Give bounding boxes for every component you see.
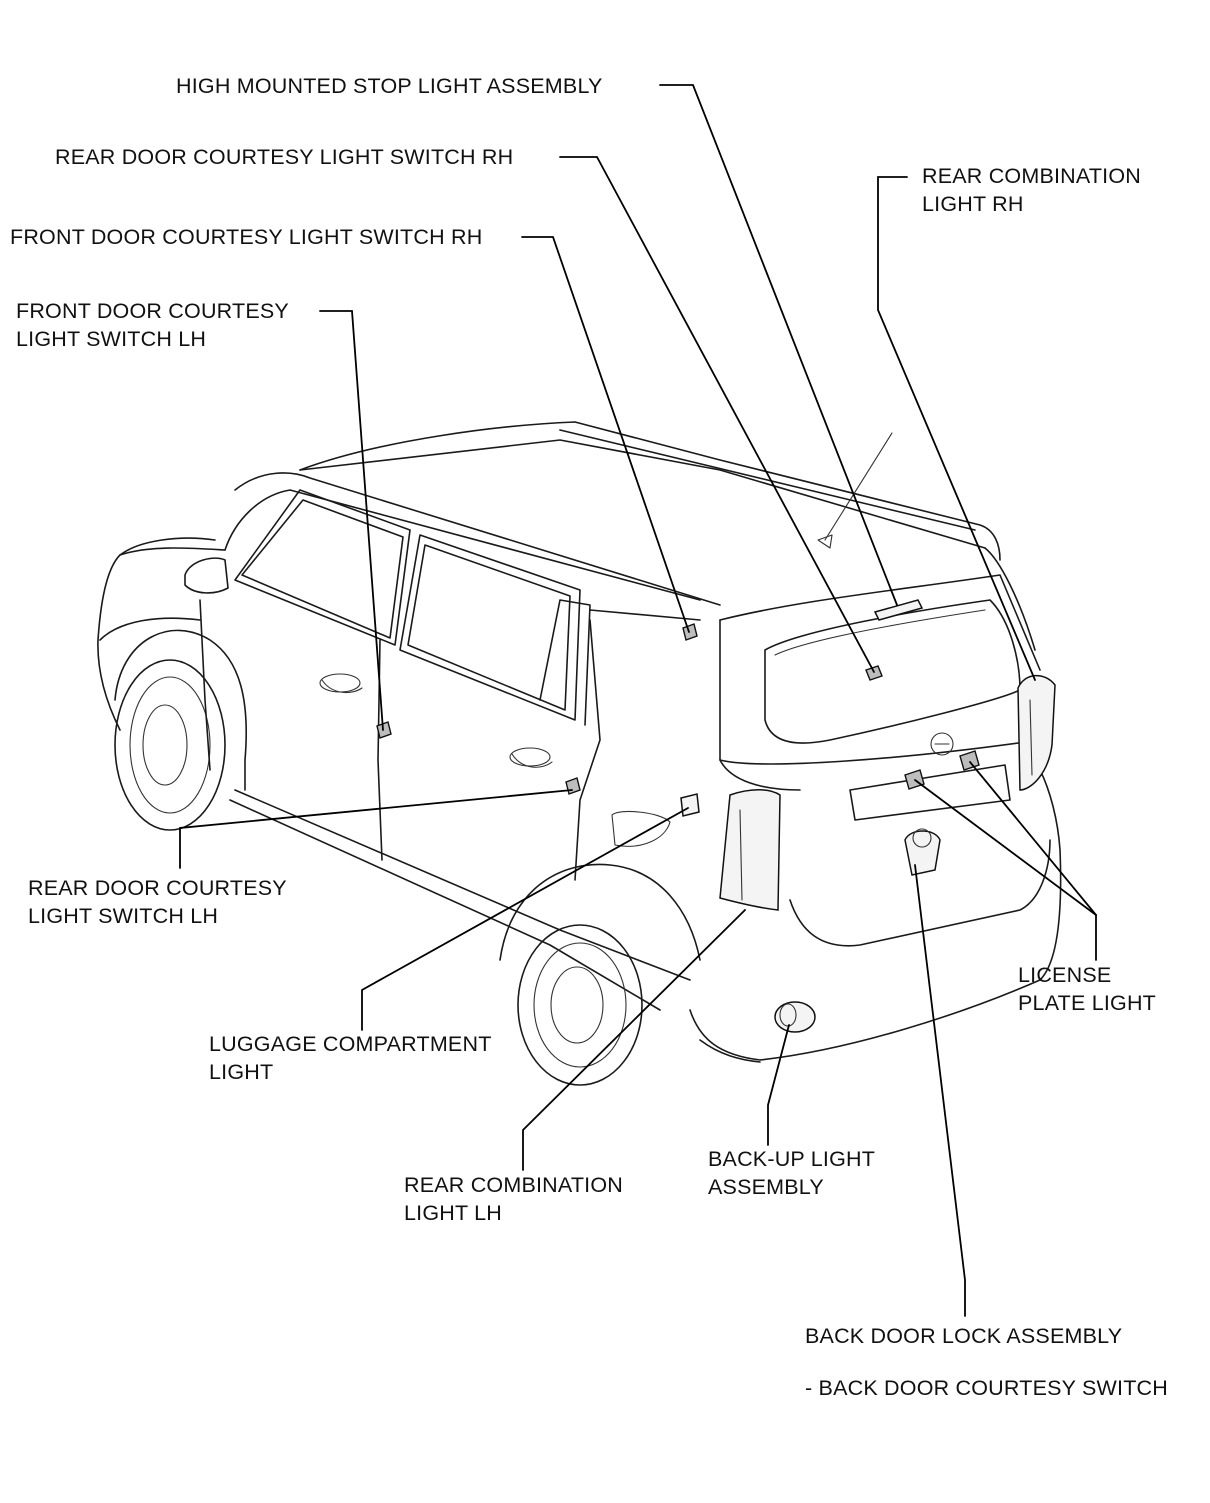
label-line: ASSEMBLY [708, 1175, 824, 1199]
label-back-door-lock: BACK DOOR LOCK ASSEMBLY [805, 1322, 1122, 1350]
leader-back-door-lock [914, 864, 966, 1317]
leader-rear-combination-light-lh [522, 909, 746, 1171]
leader-rear-combination-light-rh [877, 176, 1036, 681]
rear-door-switch-rh-shape [865, 665, 883, 681]
label-rear-door-switch-rh: REAR DOOR COURTESY LIGHT SWITCH RH [55, 143, 513, 171]
label-line: LIGHT LH [404, 1201, 502, 1225]
label-back-up-light: BACK-UP LIGHT ASSEMBLY [708, 1145, 875, 1201]
label-line: PLATE LIGHT [1018, 991, 1157, 1015]
leader-license-plate-light-b [969, 761, 1097, 916]
label-line: LIGHT [209, 1060, 274, 1084]
label-rear-combination-light-rh: REAR COMBINATION LIGHT RH [922, 162, 1141, 218]
label-line: LIGHT RH [922, 192, 1024, 216]
rear-combination-light-rh-shape [1017, 674, 1056, 791]
label-high-mounted-stop-light: HIGH MOUNTED STOP LIGHT ASSEMBLY [176, 72, 603, 100]
front-door-switch-rh-shape [682, 623, 698, 641]
back-up-light-shape [774, 1001, 816, 1033]
leader-back-up-light [767, 1024, 790, 1146]
leader-front-door-switch-rh [521, 236, 690, 633]
label-line: - BACK DOOR COURTESY SWITCH [805, 1376, 1168, 1400]
label-line: HIGH MOUNTED STOP LIGHT ASSEMBLY [176, 74, 603, 98]
front-door-switch-lh-shape [376, 721, 392, 739]
label-back-door-courtesy-switch: - BACK DOOR COURTESY SWITCH [805, 1374, 1168, 1402]
label-rear-door-switch-lh: REAR DOOR COURTESY LIGHT SWITCH LH [28, 874, 287, 930]
parts [376, 599, 1056, 1033]
label-rear-combination-light-lh: REAR COMBINATION LIGHT LH [404, 1171, 623, 1227]
label-line: REAR DOOR COURTESY LIGHT SWITCH RH [55, 145, 514, 169]
label-line: FRONT DOOR COURTESY LIGHT SWITCH RH [10, 225, 483, 249]
label-line: REAR COMBINATION [922, 164, 1142, 188]
rear-combination-light-lh-shape [719, 789, 781, 911]
leader-lines [179, 84, 1097, 1317]
label-luggage-compartment-light: LUGGAGE COMPARTMENT LIGHT [209, 1030, 492, 1086]
leader-rear-door-switch-lh [179, 789, 573, 869]
label-line: FRONT DOOR COURTESY [16, 299, 289, 323]
leader-high-mounted-stop-light [659, 84, 898, 606]
label-line: LICENSE [1018, 963, 1112, 987]
label-front-door-switch-lh: FRONT DOOR COURTESY LIGHT SWITCH LH [16, 297, 289, 353]
leader-luggage-compartment-light [361, 807, 689, 1031]
leader-license-plate-light-a [914, 779, 1097, 961]
luggage-compartment-light-shape [680, 793, 700, 817]
label-license-plate-light: LICENSE PLATE LIGHT [1018, 961, 1156, 1017]
label-line: REAR DOOR COURTESY [28, 876, 287, 900]
leader-rear-door-switch-rh [559, 156, 875, 673]
vehicle-body [97, 421, 1062, 1086]
label-line: LIGHT SWITCH LH [28, 904, 219, 928]
label-front-door-switch-rh: FRONT DOOR COURTESY LIGHT SWITCH RH [10, 223, 482, 251]
back-door-lock-shape [904, 830, 941, 876]
label-line: REAR COMBINATION [404, 1173, 624, 1197]
label-line: LIGHT SWITCH LH [16, 327, 207, 351]
license-plate-light-right-shape [959, 750, 980, 771]
high-mounted-stop-light-shape [873, 599, 924, 621]
label-line: LUGGAGE COMPARTMENT [209, 1032, 492, 1056]
rear-door-switch-lh-shape [565, 777, 581, 795]
leader-front-door-switch-lh [319, 310, 384, 731]
label-line: BACK-UP LIGHT [708, 1147, 876, 1171]
label-line: BACK DOOR LOCK ASSEMBLY [805, 1324, 1123, 1348]
